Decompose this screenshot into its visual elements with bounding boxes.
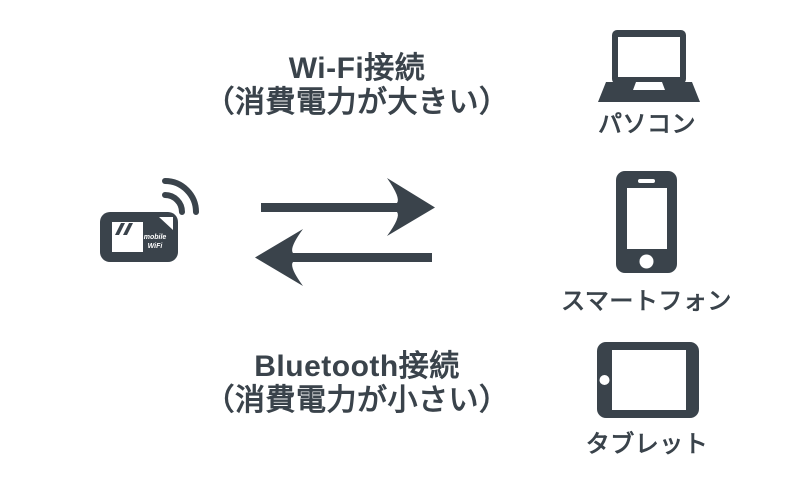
laptop-svg bbox=[598, 30, 700, 102]
tablet-icon bbox=[596, 342, 699, 419]
smartphone-screen bbox=[627, 188, 667, 249]
laptop-base bbox=[598, 82, 700, 102]
laptop-screen bbox=[618, 37, 680, 77]
mobile-wifi-router-icon: mobile WiFi bbox=[96, 176, 202, 268]
exchange-arrows-icon bbox=[255, 172, 435, 290]
bluetooth-connection-title: Bluetooth接続 bbox=[254, 350, 460, 383]
laptop-icon bbox=[596, 29, 702, 105]
smartphone-speaker bbox=[638, 179, 655, 183]
tablet-svg bbox=[597, 342, 699, 418]
laptop-trackpad-notch bbox=[633, 82, 665, 90]
wifi-connection-title: Wi-Fi接続 bbox=[288, 52, 426, 85]
right-arrow-icon bbox=[261, 178, 435, 236]
bluetooth-connection-heading: Bluetooth接続 （消費電力が小さい） bbox=[187, 350, 527, 418]
wifi-signal-icon bbox=[162, 178, 199, 215]
tablet-home-button bbox=[599, 375, 610, 385]
smartphone-label: スマートフォン bbox=[561, 288, 732, 315]
smartphone-svg bbox=[616, 171, 677, 273]
router-brand-line1: mobile bbox=[144, 234, 167, 241]
mobile-wifi-router-svg: mobile WiFi bbox=[100, 178, 199, 262]
tablet-label: タブレット bbox=[585, 431, 709, 458]
wifi-connection-heading: Wi-Fi接続 （消費電力が大きい） bbox=[192, 52, 522, 120]
router-screen-slash bbox=[115, 223, 125, 235]
left-arrow-icon bbox=[255, 229, 432, 286]
tablet-screen bbox=[612, 350, 686, 410]
router-corner-triangle bbox=[159, 217, 173, 230]
laptop-label: パソコン bbox=[598, 111, 696, 138]
bluetooth-connection-note: （消費電力が小さい） bbox=[204, 384, 510, 417]
wifi-connection-note: （消費電力が大きい） bbox=[204, 86, 510, 119]
router-brand-line2: WiFi bbox=[148, 243, 164, 250]
smartphone-icon bbox=[616, 171, 678, 274]
router-screen-slash bbox=[123, 223, 133, 235]
smartphone-home-button bbox=[639, 254, 654, 269]
exchange-arrows-svg bbox=[255, 178, 435, 286]
